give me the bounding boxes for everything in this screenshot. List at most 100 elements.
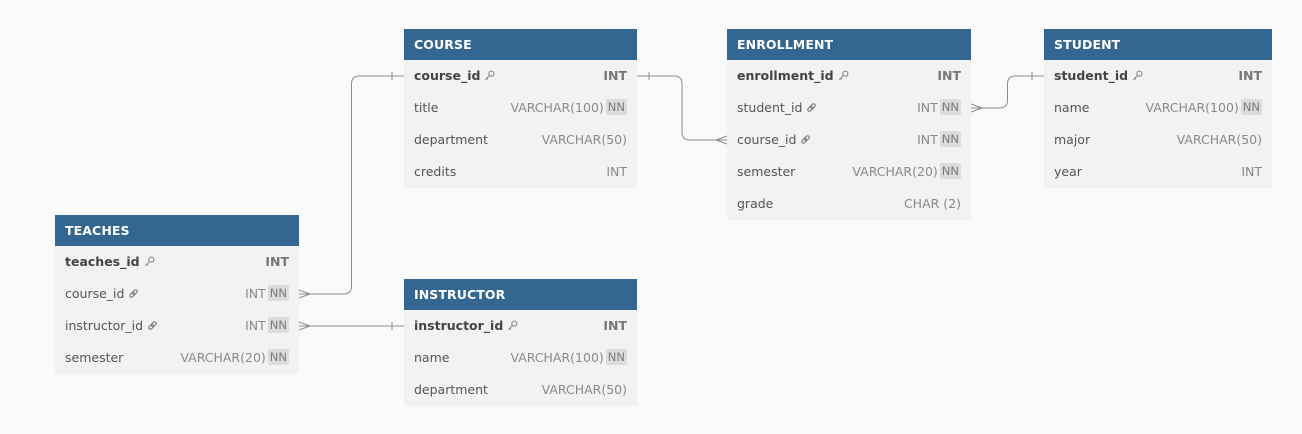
table-row[interactable]: department VARCHAR(50) — [404, 374, 637, 406]
column-name-text: enrollment_id — [737, 68, 834, 83]
column-type-text: CHAR (2) — [903, 196, 961, 211]
column-type: VARCHAR(100)NN — [510, 342, 627, 374]
column-type: INT — [606, 156, 627, 188]
column-name-text: major — [1054, 132, 1091, 147]
column-type-text: INT — [937, 68, 961, 83]
column-name-text: name — [414, 350, 450, 365]
column-name-text: credits — [414, 164, 457, 179]
column-type: VARCHAR(50) — [542, 374, 627, 406]
key-icon — [144, 247, 155, 279]
table-title: ENROLLMENT — [727, 29, 971, 60]
column-name-text: instructor_id — [65, 318, 144, 333]
column-name: year — [1054, 156, 1082, 188]
not-null-badge: NN — [1240, 99, 1262, 115]
table-row[interactable]: semester VARCHAR(20)NN — [55, 342, 299, 374]
table-row[interactable]: semester VARCHAR(20)NN — [727, 156, 971, 188]
column-type: INT — [1241, 156, 1262, 188]
column-name: department — [414, 374, 488, 406]
table-row[interactable]: name VARCHAR(100)NN — [404, 342, 637, 374]
column-name-text: teaches_id — [65, 254, 140, 269]
column-type-text: INT — [1241, 164, 1262, 179]
table-row[interactable]: department VARCHAR(50) — [404, 124, 637, 156]
column-name-text: semester — [737, 164, 796, 179]
link-icon — [128, 279, 139, 311]
column-type-text: VARCHAR(20) — [852, 164, 938, 179]
not-null-badge: NN — [605, 349, 627, 365]
column-name-text: course_id — [737, 132, 797, 147]
crows-foot-marker — [715, 135, 728, 145]
column-name-text: year — [1054, 164, 1082, 179]
column-name: title — [414, 92, 438, 124]
table-row[interactable]: year INT — [1044, 156, 1272, 188]
column-name: major — [1054, 124, 1090, 156]
column-name: course_id — [737, 124, 811, 157]
column-type: VARCHAR(100)NN — [510, 92, 627, 124]
key-icon — [484, 61, 495, 93]
column-name-text: title — [414, 100, 439, 115]
column-name: credits — [414, 156, 456, 188]
not-null-badge: NN — [939, 163, 961, 179]
not-null-badge: NN — [939, 99, 961, 115]
column-type-text: VARCHAR(100) — [510, 350, 604, 365]
column-type: INT — [603, 310, 627, 342]
table-row[interactable]: course_id INT — [404, 60, 637, 92]
table-title: STUDENT — [1044, 29, 1272, 60]
column-type-text: VARCHAR(50) — [541, 382, 627, 397]
column-type-text: INT — [245, 318, 266, 333]
column-type-text: INT — [917, 100, 938, 115]
table-row[interactable]: student_id INT — [1044, 60, 1272, 92]
crows-foot-marker — [298, 321, 311, 331]
column-name-text: name — [1054, 100, 1090, 115]
column-type: VARCHAR(20)NN — [180, 342, 289, 374]
column-name: instructor_id — [65, 310, 158, 343]
crows-foot-marker — [298, 289, 311, 299]
not-null-badge: NN — [267, 317, 289, 333]
not-null-badge: NN — [267, 285, 289, 301]
column-type-text: INT — [603, 68, 627, 83]
column-name: course_id — [414, 60, 495, 93]
column-type-text: VARCHAR(20) — [180, 350, 266, 365]
column-name-text: department — [414, 132, 488, 147]
relationship-line — [637, 75, 727, 141]
table-row[interactable]: title VARCHAR(100)NN — [404, 92, 637, 124]
table-title: TEACHES — [55, 215, 299, 246]
column-name: student_id — [1054, 60, 1143, 93]
column-name: department — [414, 124, 488, 156]
column-name: name — [1054, 92, 1089, 124]
column-name: teaches_id — [65, 246, 155, 279]
column-type: CHAR (2) — [904, 188, 961, 220]
link-icon — [147, 311, 158, 343]
column-name: course_id — [65, 278, 139, 311]
column-name-text: course_id — [414, 68, 481, 83]
table-row[interactable]: enrollment_id INT — [727, 60, 971, 92]
key-icon — [1132, 61, 1143, 93]
crows-foot-marker — [970, 103, 983, 113]
column-type-text: INT — [603, 318, 627, 333]
table-row[interactable]: credits INT — [404, 156, 637, 188]
column-name-text: course_id — [65, 286, 125, 301]
column-type-text: INT — [1238, 68, 1262, 83]
column-name: semester — [737, 156, 795, 188]
column-name-text: semester — [65, 350, 124, 365]
column-name: enrollment_id — [737, 60, 849, 93]
key-icon — [838, 61, 849, 93]
link-icon — [806, 93, 817, 125]
column-type: VARCHAR(50) — [542, 124, 627, 156]
column-type: INT — [1238, 60, 1262, 92]
column-name: student_id — [737, 92, 817, 125]
